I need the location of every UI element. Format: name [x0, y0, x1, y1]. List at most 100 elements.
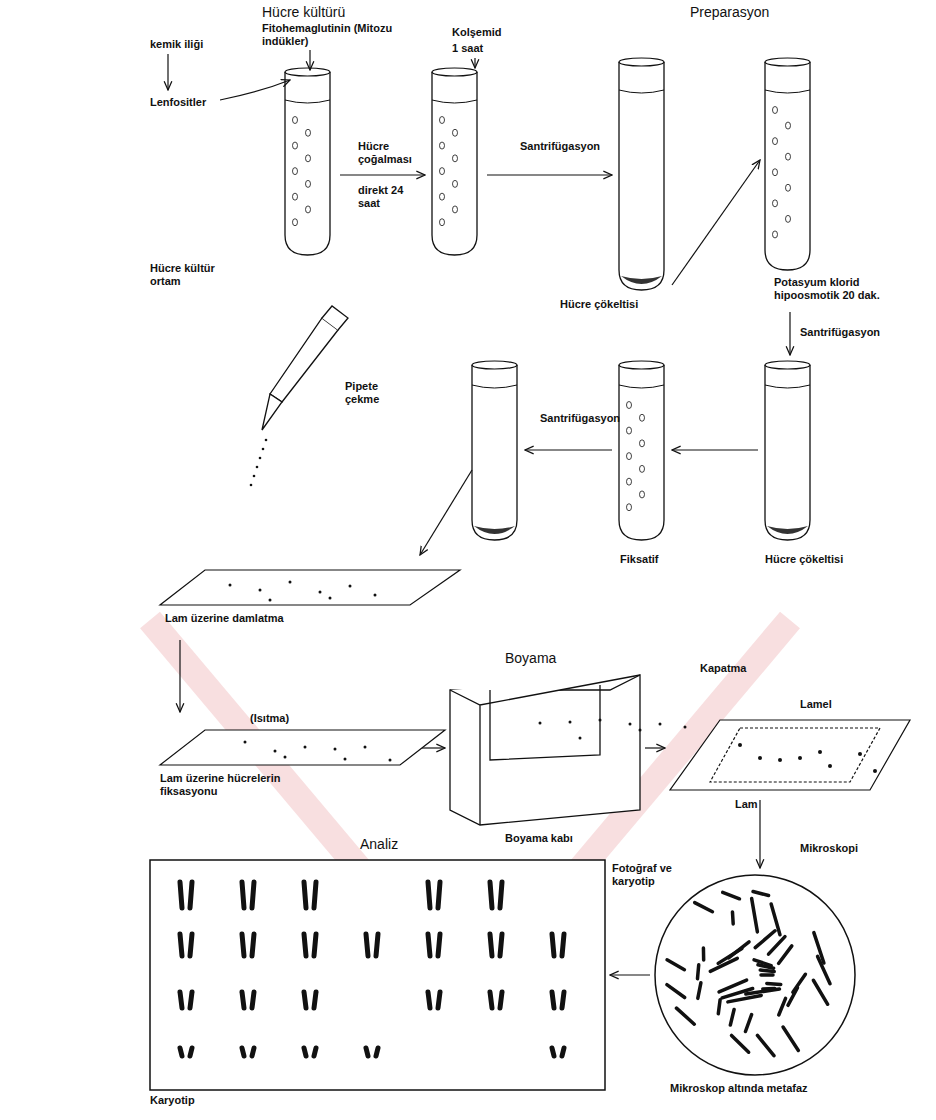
chromosome: [500, 882, 502, 908]
cell: [773, 107, 778, 114]
step-label: Pipete çekme: [345, 380, 400, 405]
process-arrows: [168, 50, 790, 975]
chromosome: [667, 985, 685, 998]
drop: [265, 439, 268, 442]
cell: [453, 180, 458, 187]
cell: [306, 155, 311, 162]
chromosome: [753, 891, 768, 895]
chromosome: [783, 1027, 798, 1050]
cell: [627, 504, 632, 511]
chromosome: [562, 934, 564, 956]
chromosome: [760, 970, 774, 972]
chromosome: [757, 1035, 773, 1055]
cell: [786, 184, 791, 191]
tube-rim: [285, 68, 330, 76]
tube-rim: [765, 58, 810, 66]
cell-dot: [259, 589, 262, 592]
section-heading: Analiz: [360, 836, 398, 852]
chromosome: [428, 934, 430, 956]
chromosome: [697, 965, 698, 979]
microscope-field: [655, 875, 855, 1075]
drop: [253, 475, 256, 478]
chromosome: [438, 934, 440, 956]
cell-dots: [229, 439, 878, 773]
cell-dot: [873, 769, 877, 773]
cell-dot: [304, 746, 307, 749]
test-tube: [472, 365, 517, 540]
cell-dot: [569, 721, 572, 724]
process-arrow: [420, 470, 472, 555]
chromosome: [190, 992, 192, 1008]
medium-level: [619, 385, 664, 388]
chromosome: [767, 982, 781, 986]
chromosome: [710, 958, 737, 971]
tube-rim: [619, 58, 664, 66]
chromosome: [252, 1048, 254, 1056]
chromosome: [190, 1048, 192, 1056]
cell-dot: [659, 723, 662, 726]
chromosome: [718, 1000, 720, 1014]
chromosome: [304, 934, 306, 956]
chromosome: [242, 1048, 244, 1056]
section-heading: Hücre kültürü: [262, 4, 345, 20]
process-arrow: [645, 747, 665, 748]
process-arrow: [474, 58, 475, 68]
chromosome: [428, 882, 430, 908]
cell-dot: [798, 756, 802, 760]
label: Karyotip: [150, 1094, 195, 1107]
reagent-label: Potasyum klorid hipoosmotik 20 dak.: [774, 276, 894, 301]
cell-pellet: [621, 276, 662, 284]
cell: [773, 169, 778, 176]
chromosome: [755, 931, 775, 948]
cell-dot: [599, 719, 602, 722]
label: kemik iliği: [150, 38, 203, 51]
process-arrow: [672, 449, 758, 450]
medium-level: [765, 385, 810, 388]
chromosome: [676, 1008, 694, 1024]
chromosome: [813, 980, 827, 1004]
cell: [640, 465, 645, 472]
process-arrow: [487, 174, 612, 175]
cell: [293, 117, 298, 124]
process-arrow: [167, 54, 168, 90]
cell-dot: [738, 743, 742, 747]
step-label: Santrifügasyon: [520, 140, 600, 153]
cell: [627, 402, 632, 409]
chromosome: [314, 934, 316, 956]
cell-dot: [778, 758, 782, 762]
cell-dot: [818, 750, 822, 754]
cell: [786, 153, 791, 160]
reagent-label: Fiksatif: [620, 553, 659, 566]
chromosome: [252, 934, 254, 956]
chromosome: [314, 882, 316, 908]
test-tube: [432, 72, 477, 255]
label: Hücre çökeltisi: [765, 553, 843, 566]
process-arrow: [220, 80, 290, 100]
test-tubes: [285, 58, 810, 540]
process-arrow: [672, 160, 760, 285]
medium-level: [619, 90, 664, 93]
test-tube: [285, 72, 330, 255]
chromosome: [768, 937, 784, 954]
chromosome: [730, 1010, 734, 1026]
chromosome: [552, 1048, 554, 1056]
cell-dot: [374, 594, 377, 597]
reagent-label: Fitohemaglutinin (Mitozu indükler): [262, 22, 397, 47]
cell-dot: [639, 729, 642, 732]
chromosome: [814, 933, 824, 963]
cell-dot: [284, 756, 287, 759]
tube-rim: [472, 361, 517, 369]
cell: [440, 193, 445, 200]
section-heading: Preparasyon: [690, 4, 769, 20]
step-label: Hücre çoğalması: [358, 140, 428, 165]
staining-jar: [450, 675, 640, 825]
chromosome: [242, 882, 244, 908]
cell: [627, 478, 632, 485]
pipette: [262, 306, 348, 430]
test-tube: [765, 365, 810, 540]
cell: [640, 440, 645, 447]
medium-level: [472, 385, 517, 388]
drop: [250, 484, 253, 487]
time-label: 1 saat: [452, 42, 483, 55]
cell: [627, 453, 632, 460]
